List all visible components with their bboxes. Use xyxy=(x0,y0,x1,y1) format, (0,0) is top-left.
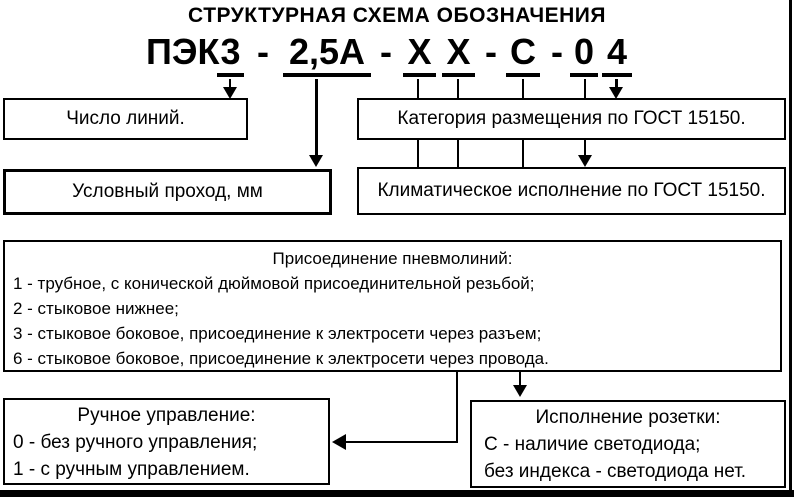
pneumatic-option: 2 - стыковое нижнее; xyxy=(13,299,179,318)
connector-climate-lower xyxy=(584,140,586,157)
arrow-down-icon xyxy=(578,155,592,167)
connector-lines xyxy=(229,79,231,89)
connector-category xyxy=(615,79,618,89)
socket-version-option: без индекса - светодиода нет. xyxy=(484,461,747,482)
box-number-of-lines: Число линий. xyxy=(3,98,248,140)
code-separator: - xyxy=(551,31,563,72)
connector-socket-lower xyxy=(522,140,524,169)
connector-manual-upper xyxy=(457,79,459,99)
arrow-down-icon xyxy=(309,155,323,167)
connector-bore xyxy=(315,79,318,156)
box-socket-version: Исполнение розетки: С - наличие светодио… xyxy=(470,400,786,488)
connector-manual-elbow-vertical xyxy=(456,372,458,443)
code-segment-pneumo-connection: Х xyxy=(403,34,436,77)
connector-manual-lower xyxy=(457,140,459,169)
box-placement-category: Категория размещения по ГОСТ 15150. xyxy=(357,98,786,140)
diagram-title: СТРУКТУРНАЯ СХЕМА ОБОЗНАЧЕНИЯ xyxy=(188,4,606,27)
box-nominal-bore-label: Условный проход, мм xyxy=(72,181,263,202)
socket-version-option: С - наличие светодиода; xyxy=(484,434,701,455)
arrow-down-icon xyxy=(513,385,527,397)
code-segment-climate: 0 xyxy=(570,34,598,77)
connector-manual-elbow-horizontal xyxy=(346,441,458,443)
code-segment-socket: С xyxy=(506,34,540,77)
pneumatic-option: 6 - стыковое боковое, присоединение к эл… xyxy=(13,349,549,368)
connector-pneumo-lower xyxy=(417,140,419,169)
box-climatic-version: Климатическое исполнение по ГОСТ 15150. xyxy=(357,167,786,215)
code-separator: - xyxy=(485,31,497,72)
box-manual-control-title: Ручное управление: xyxy=(77,405,256,426)
connector-socket-version xyxy=(519,372,521,387)
code-separator: - xyxy=(257,31,269,72)
pneumatic-option: 1 - трубное, с конической дюймовой присо… xyxy=(13,274,535,293)
box-number-of-lines-label: Число линий. xyxy=(66,108,185,129)
box-climatic-version-label: Климатическое исполнение по ГОСТ 15150. xyxy=(377,180,766,201)
box-socket-version-title: Исполнение розетки: xyxy=(535,407,721,428)
manual-control-option: 1 - с ручным управлением. xyxy=(13,459,250,480)
box-placement-category-label: Категория размещения по ГОСТ 15150. xyxy=(397,108,746,129)
code-segment-category: 4 xyxy=(602,34,632,77)
arrow-down-icon xyxy=(223,87,237,99)
box-manual-control: Ручное управление: 0 - без ручного управ… xyxy=(3,398,330,485)
connector-climate-upper xyxy=(584,79,586,99)
code-prefix: ПЭК xyxy=(146,31,220,72)
page-border-bottom xyxy=(0,490,794,497)
arrow-left-icon xyxy=(332,434,346,450)
box-nominal-bore: Условный проход, мм xyxy=(3,169,332,215)
arrow-down-icon xyxy=(609,87,623,99)
code-segment-bore: 2,5А xyxy=(283,34,371,77)
connector-pneumo-upper xyxy=(417,79,419,99)
code-segment-lines: 3 xyxy=(217,34,244,77)
code-segment-manual-control: Х xyxy=(442,34,475,77)
page-border-right xyxy=(789,0,792,497)
pneumatic-option: 3 - стыковое боковое, присоединение к эл… xyxy=(13,324,542,343)
code-separator: - xyxy=(380,31,392,72)
manual-control-option: 0 - без ручного управления; xyxy=(13,432,258,453)
connector-socket-upper xyxy=(522,79,524,99)
box-pneumatic-connection-title: Присоединение пневмолиний: xyxy=(272,249,513,268)
box-pneumatic-connection: Присоединение пневмолиний: 1 - трубное, … xyxy=(3,240,782,372)
